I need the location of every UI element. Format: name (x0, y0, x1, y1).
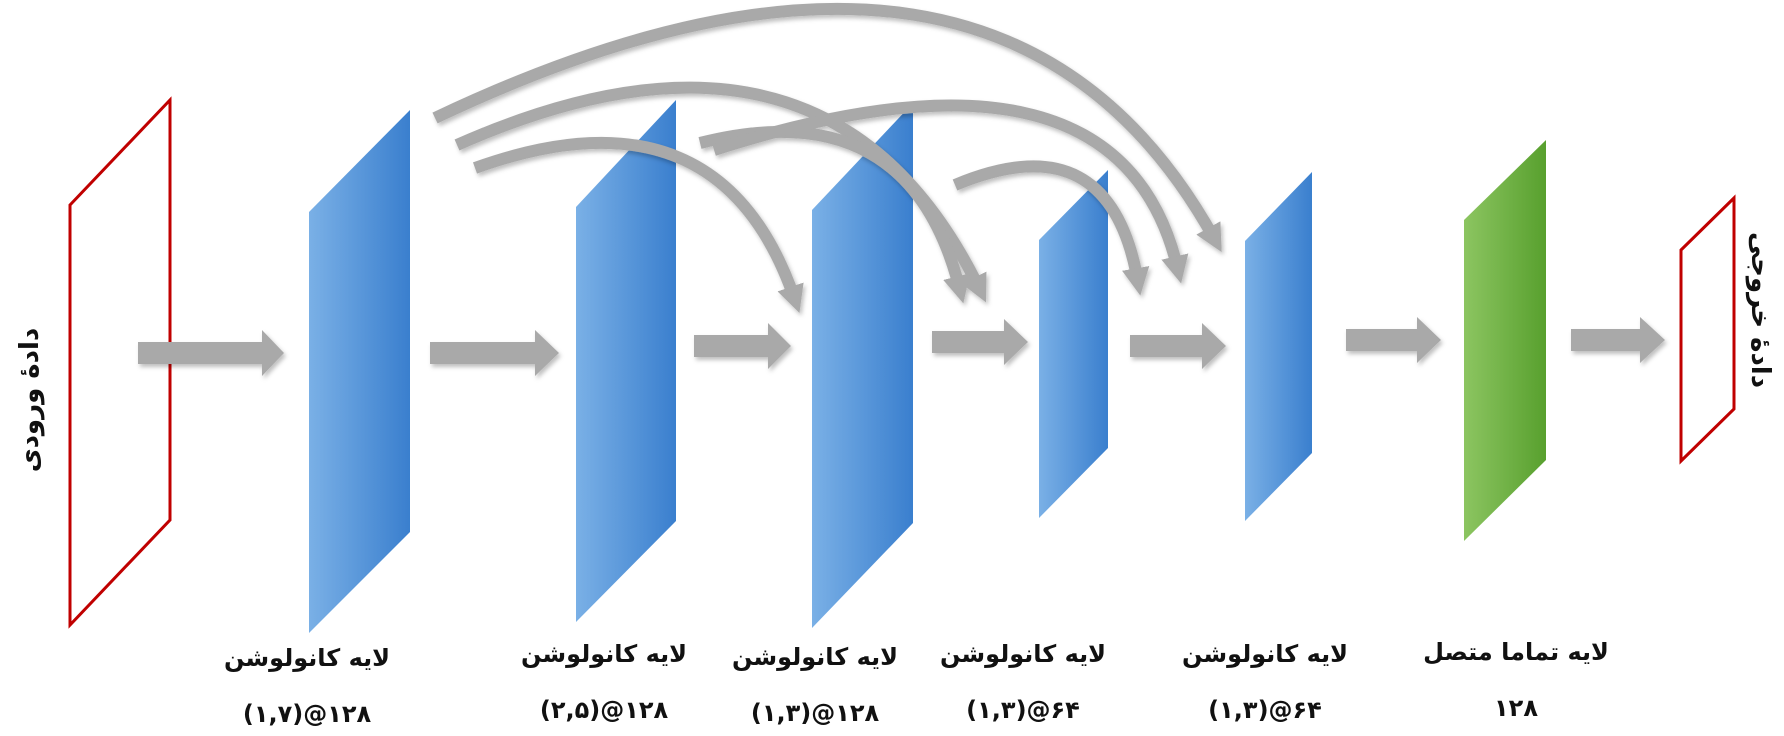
layer-caption-1: لایه کانولوشن ۱۲۸@(۱,۷) (197, 643, 417, 729)
layer-5-name: لایه کانولوشن (1181, 640, 1349, 668)
input-data-frame (68, 96, 172, 629)
layer-4-name: لایه کانولوشن (939, 640, 1107, 668)
layer-caption-3: لایه کانولوشن ۱۲۸@(۱,۳) (705, 642, 925, 728)
layer-caption-4: لایه کانولوشن ۶۴@(۱,۳) (913, 639, 1133, 725)
skip-arrow-1-to-5 (432, 2, 1222, 253)
layer-3-dims: ۱۲۸@(۱,۳) (750, 699, 880, 727)
forward-arrow-input-to-conv1 (138, 330, 284, 376)
layer-caption-2: لایه کانولوشن ۱۲۸@(۲,۵) (494, 639, 714, 725)
layer-2-dims: ۱۲۸@(۲,۵) (539, 696, 669, 724)
forward-arrow-conv1-to-conv2 (430, 330, 559, 376)
conv-layer-5 (1245, 172, 1312, 521)
skip-arrow-4-to-5 (952, 160, 1150, 296)
layer-5-dims: ۶۴@(۱,۳) (1208, 696, 1322, 724)
conv-layer-3 (812, 103, 913, 628)
conv-layer-1 (309, 110, 410, 633)
forward-arrow-conv4-to-conv5 (1130, 323, 1226, 369)
forward-arrow-conv5-to-fc (1346, 317, 1441, 363)
layer-1-name: لایه کانولوشن (223, 644, 391, 672)
skip-arrow-3-to-5 (712, 99, 1189, 284)
fc-layer (1464, 140, 1546, 541)
output-data-frame (1679, 194, 1736, 465)
conv-layer-2 (576, 100, 676, 622)
layer-caption-fc: لایه تماما متصل ۱۲۸ (1406, 637, 1626, 723)
output-data-label: دادهٔ خروجی (1745, 231, 1775, 389)
conv-layer-4 (1039, 170, 1108, 518)
fc-layer-name: لایه تماما متصل (1423, 638, 1609, 666)
layer-4-dims: ۶۴@(۱,۳) (966, 696, 1080, 724)
forward-arrow-conv2-to-conv3 (694, 323, 791, 369)
layer-caption-5: لایه کانولوشن ۶۴@(۱,۳) (1155, 639, 1375, 725)
input-data-label: دادهٔ ورودی (15, 327, 45, 473)
forward-arrow-fc-to-output (1571, 317, 1665, 363)
layer-2-name: لایه کانولوشن (520, 640, 688, 668)
forward-arrow-conv3-to-conv4 (932, 319, 1028, 365)
layer-3-name: لایه کانولوشن (731, 643, 899, 671)
fc-layer-dims: ۱۲۸ (1494, 694, 1538, 722)
skip-arrow-1-to-3 (472, 136, 804, 314)
layer-1-dims: ۱۲۸@(۱,۷) (242, 700, 372, 728)
